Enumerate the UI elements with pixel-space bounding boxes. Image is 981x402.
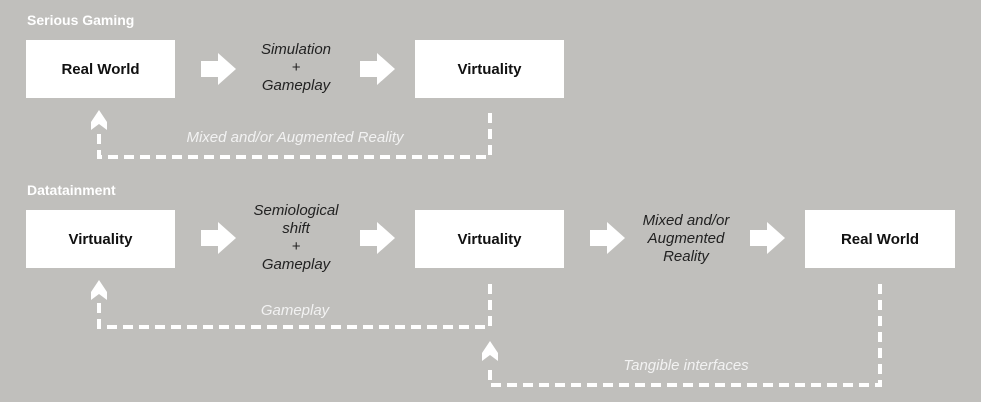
box-real-world: Real World xyxy=(805,210,955,268)
arrowhead-up-icon xyxy=(91,280,107,300)
block-arrow xyxy=(201,222,236,254)
feedback-line-mixed-reality xyxy=(97,113,492,159)
step-label-semiological-shift: Semiological shift + Gameplay xyxy=(221,202,371,274)
box-real-world: Real World xyxy=(26,40,175,98)
block-arrow xyxy=(360,222,395,254)
label-line: Mixed and/or xyxy=(642,212,730,229)
box-virtuality: Virtuality xyxy=(415,40,564,98)
section-title-serious-gaming: Serious Gaming xyxy=(27,12,135,28)
label-line: shift xyxy=(282,220,310,237)
block-arrow xyxy=(590,222,625,254)
step-label-simulation-gameplay: Simulation + Gameplay xyxy=(221,41,371,95)
box-virtuality-1: Virtuality xyxy=(26,210,175,268)
label-line: + xyxy=(291,238,301,255)
section-title-datatainment: Datatainment xyxy=(27,182,116,198)
label-line: Reality xyxy=(663,248,709,265)
label-line: Gameplay xyxy=(261,77,331,94)
block-arrow xyxy=(750,222,785,254)
label-line: Simulation xyxy=(260,41,332,58)
label-line: Gameplay xyxy=(261,256,331,273)
block-arrow xyxy=(201,53,236,85)
feedback-label-mixed-reality: Mixed and/or Augmented Reality xyxy=(186,129,404,146)
feedback-line-tangible xyxy=(488,284,882,387)
arrowhead-up-icon xyxy=(482,341,498,361)
label-line: + xyxy=(291,59,301,76)
arrowhead-up-icon xyxy=(91,110,107,130)
flow-arrows xyxy=(201,53,785,254)
step-label-mixed-augmented: Mixed and/or Augmented Reality xyxy=(611,212,761,266)
label-line: Semiological xyxy=(253,202,339,219)
box-virtuality-2: Virtuality xyxy=(415,210,564,268)
feedback-label-gameplay: Gameplay xyxy=(260,302,330,319)
block-arrow xyxy=(360,53,395,85)
feedback-line-gameplay xyxy=(97,284,492,329)
feedback-label-tangible: Tangible interfaces xyxy=(623,357,749,374)
label-line: Augmented xyxy=(647,230,725,247)
